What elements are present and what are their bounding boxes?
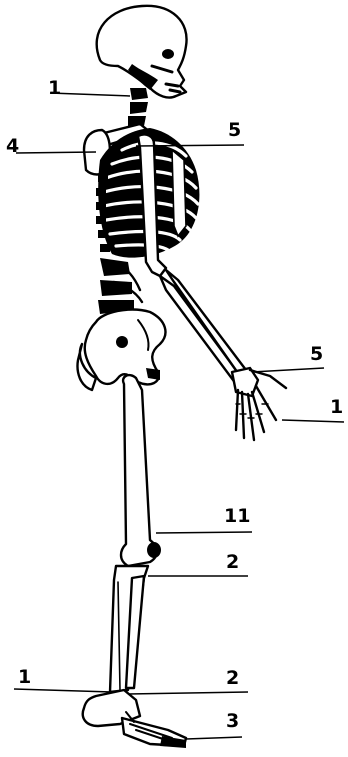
label-ankle-left: 1 (18, 666, 31, 688)
label-foot: 3 (226, 710, 239, 732)
eye-socket (162, 49, 174, 59)
label-wrist: 5 (310, 343, 323, 365)
leader-ankle-left (14, 689, 112, 692)
leader-chest (136, 145, 244, 146)
label-shin: 2 (226, 551, 239, 573)
pelvis (78, 310, 166, 390)
foot (83, 690, 186, 748)
skull (97, 6, 187, 98)
leader-hand (282, 420, 344, 422)
leg (110, 375, 161, 692)
leader-wrist (252, 368, 324, 372)
lumbar-spine (98, 258, 142, 314)
leader-shoulder (16, 152, 96, 153)
label-knee: 11 (224, 505, 250, 527)
label-ankle-right: 2 (226, 667, 239, 689)
leader-ankle-right (128, 692, 248, 694)
label-chest: 5 (228, 119, 241, 141)
leader-knee (156, 532, 252, 533)
label-shoulder: 4 (6, 135, 19, 157)
hand (232, 368, 286, 440)
label-hand: 1 (330, 396, 343, 418)
kneecap (147, 542, 161, 558)
cervical-spine (128, 88, 148, 128)
leader-neck (50, 93, 130, 96)
label-neck: 1 (48, 77, 61, 99)
leader-foot (186, 737, 242, 739)
